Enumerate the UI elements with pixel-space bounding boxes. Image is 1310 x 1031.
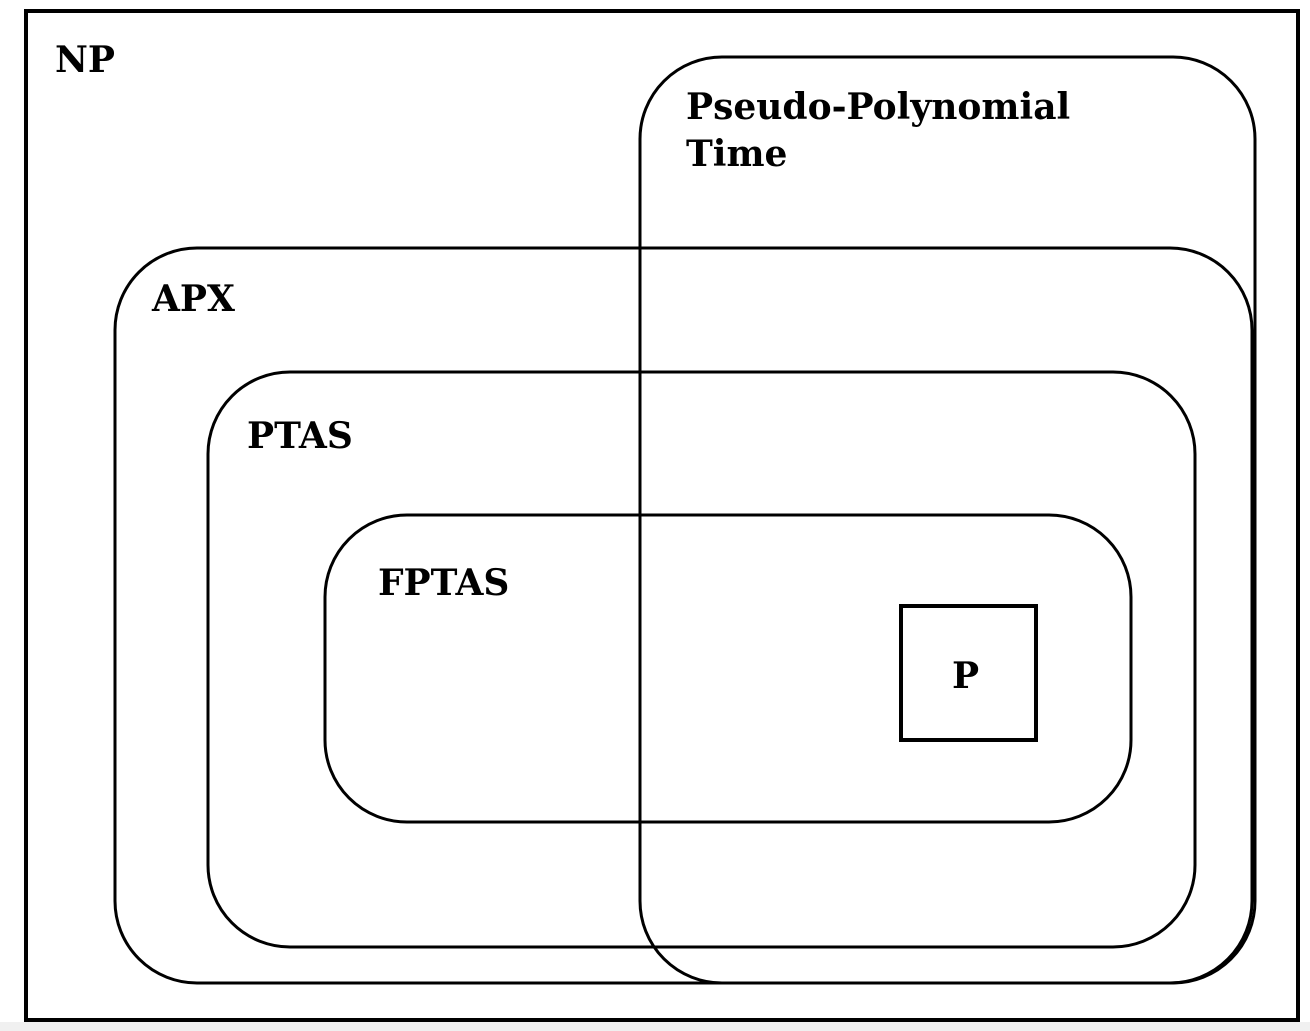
np-region xyxy=(24,9,1300,1022)
ptas-region xyxy=(206,370,1197,949)
p-region xyxy=(899,604,1038,742)
pseudo-polynomial-label: Pseudo-Polynomial xyxy=(686,86,1070,128)
apx-region xyxy=(113,246,1254,985)
fptas-region xyxy=(323,513,1133,824)
apx-label: APX xyxy=(151,278,235,320)
pseudo-polynomial-label-line2: Time xyxy=(686,133,787,175)
fptas-label: FPTAS xyxy=(378,562,509,604)
p-label: P xyxy=(952,655,979,697)
np-label: NP xyxy=(55,39,115,81)
ptas-label: PTAS xyxy=(247,415,353,457)
pseudo-polynomial-region xyxy=(638,55,1257,985)
bottom-strip xyxy=(0,1022,1310,1031)
